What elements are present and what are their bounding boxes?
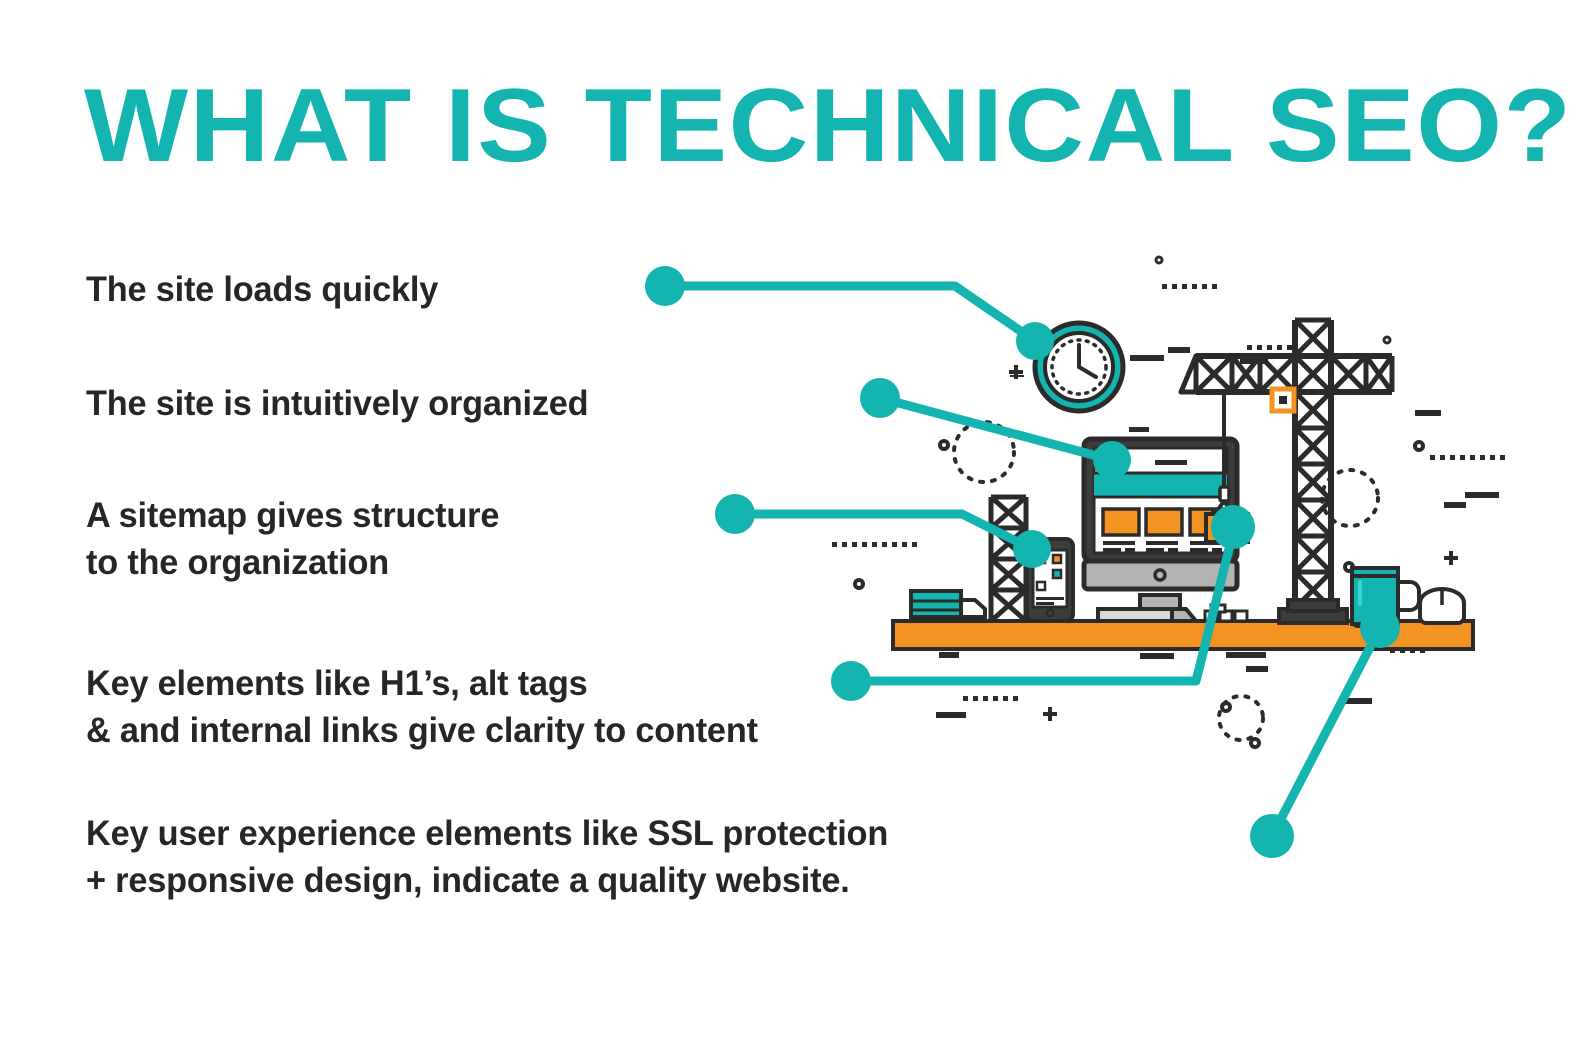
bullet-text-ssl-responsive-design: Key user experience elements like SSL pr… [86,814,889,900]
ground-bar [891,619,1475,651]
tower-crane-icon [1178,317,1395,625]
smartphone-icon [1025,537,1075,623]
delivery-truck-icon [909,589,987,622]
connector-line-1 [660,281,1040,346]
target-dot-4 [1211,505,1255,549]
lattice-tower-icon [988,494,1029,623]
page-title: WHAT IS TECHNICAL SEO? [84,68,1573,184]
bullet-dot-5 [1250,814,1294,858]
connector-line-4 [846,528,1238,686]
target-dot-1 [1016,322,1054,360]
decorative-marks [832,255,1505,749]
target-dot-2 [1093,441,1131,479]
bullet-dot-4 [831,661,871,701]
keyboard-icon [1096,603,1249,623]
connector-line-2 [875,393,1117,465]
bullet-dot-2 [860,378,900,418]
connector-dots [645,266,1400,858]
clock-icon [1032,320,1126,414]
connector-line-3 [730,509,1037,554]
bullet-dot-1 [645,266,685,306]
computer-mouse-icon [1418,587,1466,625]
bullet-dot-3 [715,494,755,534]
bullet-text-site-intuitively-organized: The site is intuitively organized [86,384,589,423]
connector-lines [660,281,1385,841]
coffee-mug-icon [1350,566,1421,628]
target-dot-5 [1360,608,1400,648]
bullet-text-sitemap-structure: A sitemap gives structure to the organiz… [86,496,500,582]
bullet-text-site-loads-quickly: The site loads quickly [86,270,439,309]
connector-line-5 [1267,623,1385,841]
bullet-text-key-elements-h1-alt-tags: Key elements like H1’s, alt tags & and i… [86,664,758,750]
target-dot-3 [1013,530,1051,568]
desktop-monitor-icon [1081,427,1240,623]
